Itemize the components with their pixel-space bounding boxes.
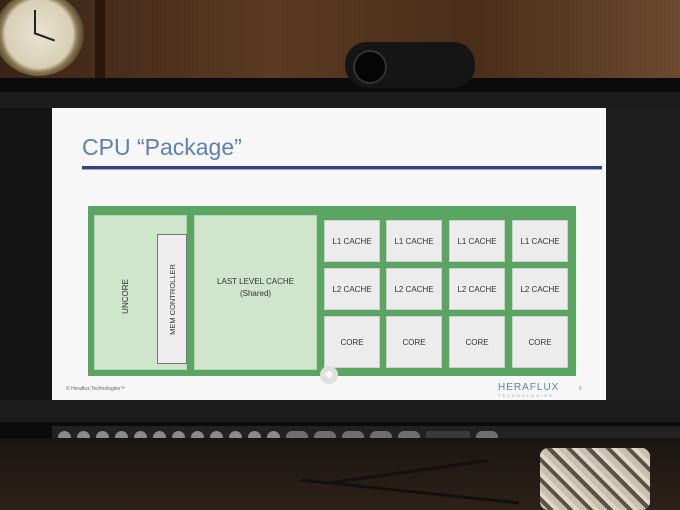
core-3: CORE: [449, 316, 505, 368]
heraflux-logo: HERAFLUX: [498, 382, 560, 393]
webcam: [345, 42, 475, 88]
llc-subtitle: (Shared): [239, 289, 272, 298]
core-2: CORE: [386, 316, 442, 368]
l1-cache-4: L1 CACHE: [512, 220, 568, 262]
llc-title: LAST LEVEL CACHE: [217, 277, 294, 286]
shelf-edge: [95, 0, 105, 80]
l1-cache-1: L1 CACHE: [324, 220, 380, 262]
l2-cache-3: L2 CACHE: [449, 268, 505, 310]
l1-cache-2: L1 CACHE: [386, 220, 442, 262]
monitor: CPU “Package” UNCORE MEM CONTROLLER LAST: [0, 78, 680, 448]
llc-text: LAST LEVEL CACHE (Shared): [195, 276, 316, 300]
page-number: 6: [579, 386, 582, 392]
l2-cache-2: L2 CACHE: [386, 268, 442, 310]
wall-clock: [0, 0, 84, 76]
screen-right-panel: [606, 108, 680, 400]
core-4: CORE: [512, 316, 568, 368]
screen-left-panel: [0, 108, 52, 400]
title-underline: [82, 166, 602, 169]
l2-cache-4: L2 CACHE: [512, 268, 568, 310]
last-level-cache-region: LAST LEVEL CACHE (Shared): [194, 215, 317, 370]
title-underline-thin: [82, 169, 602, 170]
uncore-label: UNCORE: [120, 278, 130, 314]
presentation-slide: CPU “Package” UNCORE MEM CONTROLLER LAST: [52, 108, 606, 400]
slide-title: CPU “Package”: [82, 134, 242, 160]
mem-controller-label: MEM CONTROLLER: [167, 263, 177, 335]
slide-footer: © Heraflux Technologies™: [66, 386, 126, 392]
l1-cache-3: L1 CACHE: [449, 220, 505, 262]
clock-hour-hand: [34, 10, 36, 34]
webcam-lens: [353, 50, 387, 84]
presenter-logo-icon: ✱: [320, 366, 338, 384]
clock-minute-hand: [33, 32, 56, 42]
uncore-region: UNCORE MEM CONTROLLER: [94, 215, 187, 370]
uncore-label-wrap: UNCORE: [115, 276, 135, 316]
core-1: CORE: [324, 316, 380, 368]
mem-controller-box: MEM CONTROLLER: [157, 234, 187, 364]
heraflux-logo-sub: TECHNOLOGIES: [498, 393, 554, 398]
patterned-fabric: [540, 448, 650, 510]
l2-cache-1: L2 CACHE: [324, 268, 380, 310]
monitor-screen: CPU “Package” UNCORE MEM CONTROLLER LAST: [0, 92, 680, 448]
cpu-package-diagram: UNCORE MEM CONTROLLER LAST LEVEL CACHE (…: [88, 206, 576, 376]
